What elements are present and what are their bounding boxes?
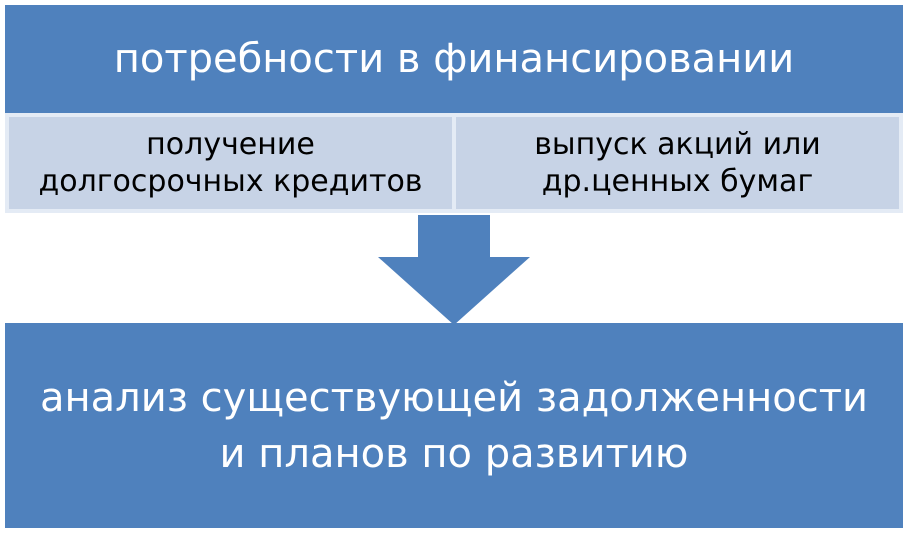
financing-needs-label: потребности в финансировании [113,36,795,82]
financing-needs-box: потребности в финансировании [5,5,903,113]
down-arrow-icon [378,215,530,325]
option-securities-issue: выпуск акций или др.ценных бумаг [456,117,899,209]
debt-analysis-box: анализ существующей задолженности и план… [5,323,903,528]
financing-options-row: получение долгосрочных кредитов выпуск а… [5,113,903,213]
option-long-term-loans: получение долгосрочных кредитов [9,117,452,209]
